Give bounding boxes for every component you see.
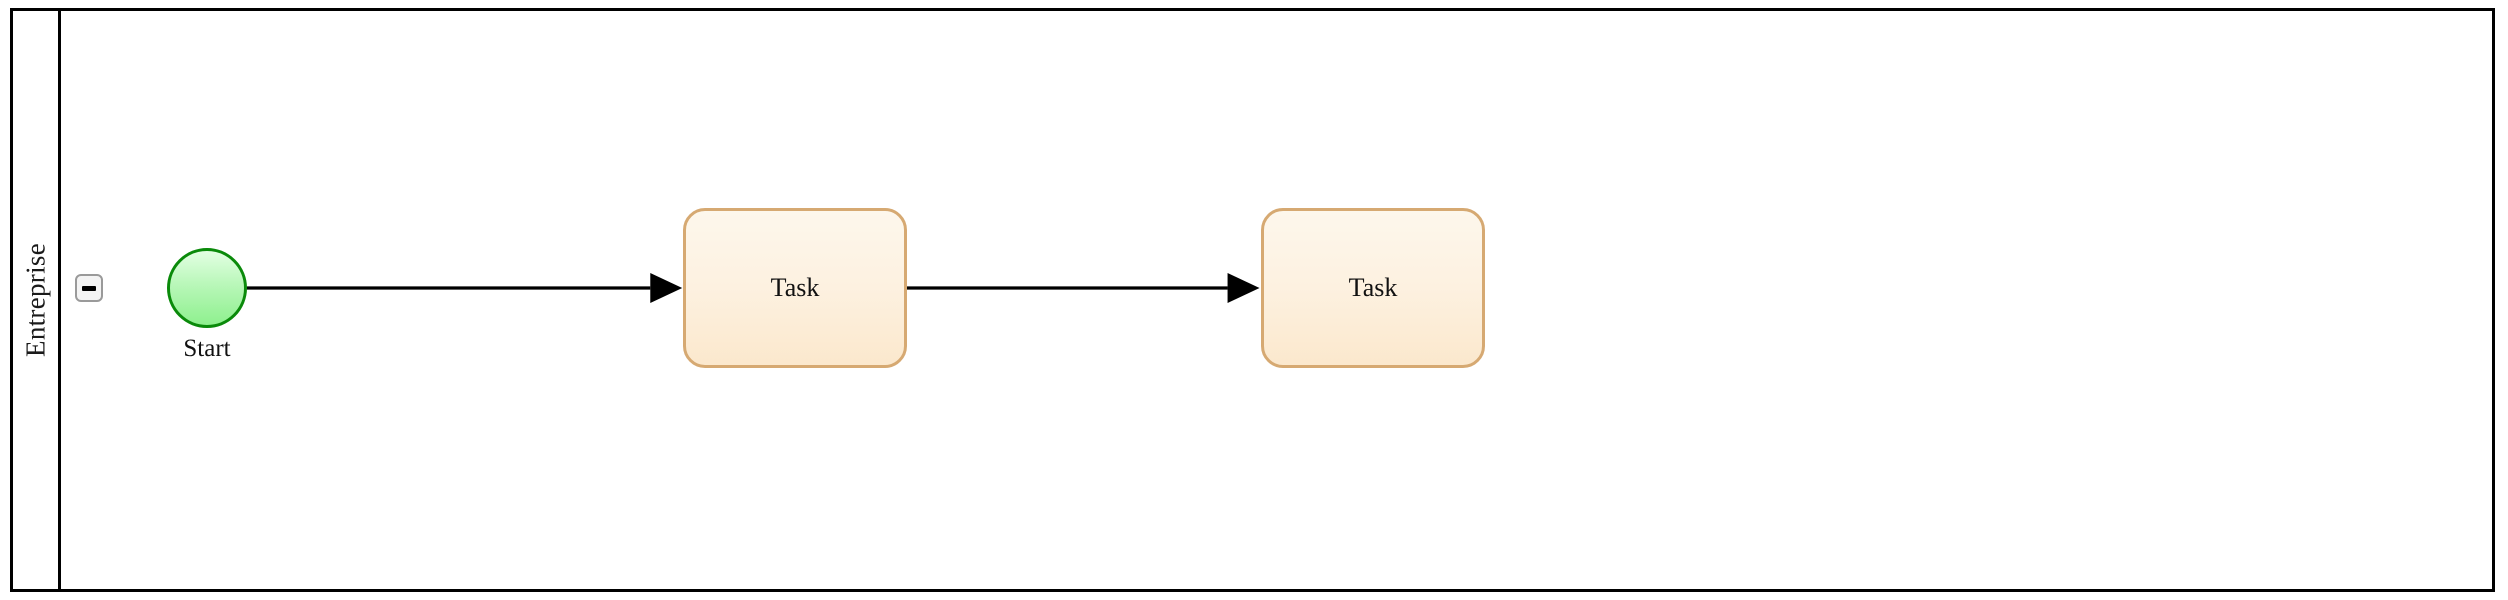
pool-title: Entreprise bbox=[20, 243, 50, 357]
task-2[interactable]: Task bbox=[1261, 208, 1485, 368]
task-1[interactable]: Task bbox=[683, 208, 907, 368]
sequence-flow-task1-to-task2 bbox=[905, 273, 1260, 303]
start-event[interactable] bbox=[167, 248, 247, 328]
pool-header: Entreprise bbox=[13, 11, 61, 589]
pool-entreprise[interactable]: Entreprise S bbox=[10, 8, 2495, 592]
minus-icon bbox=[82, 285, 96, 291]
task-1-label: Task bbox=[770, 273, 820, 303]
start-event-label: Start bbox=[183, 335, 231, 362]
pool-body: Start Task Task bbox=[61, 11, 2492, 589]
task-2-label: Task bbox=[1348, 273, 1398, 303]
sequence-flow-start-to-task1 bbox=[246, 273, 683, 303]
pool-collapse-button[interactable] bbox=[75, 274, 103, 302]
